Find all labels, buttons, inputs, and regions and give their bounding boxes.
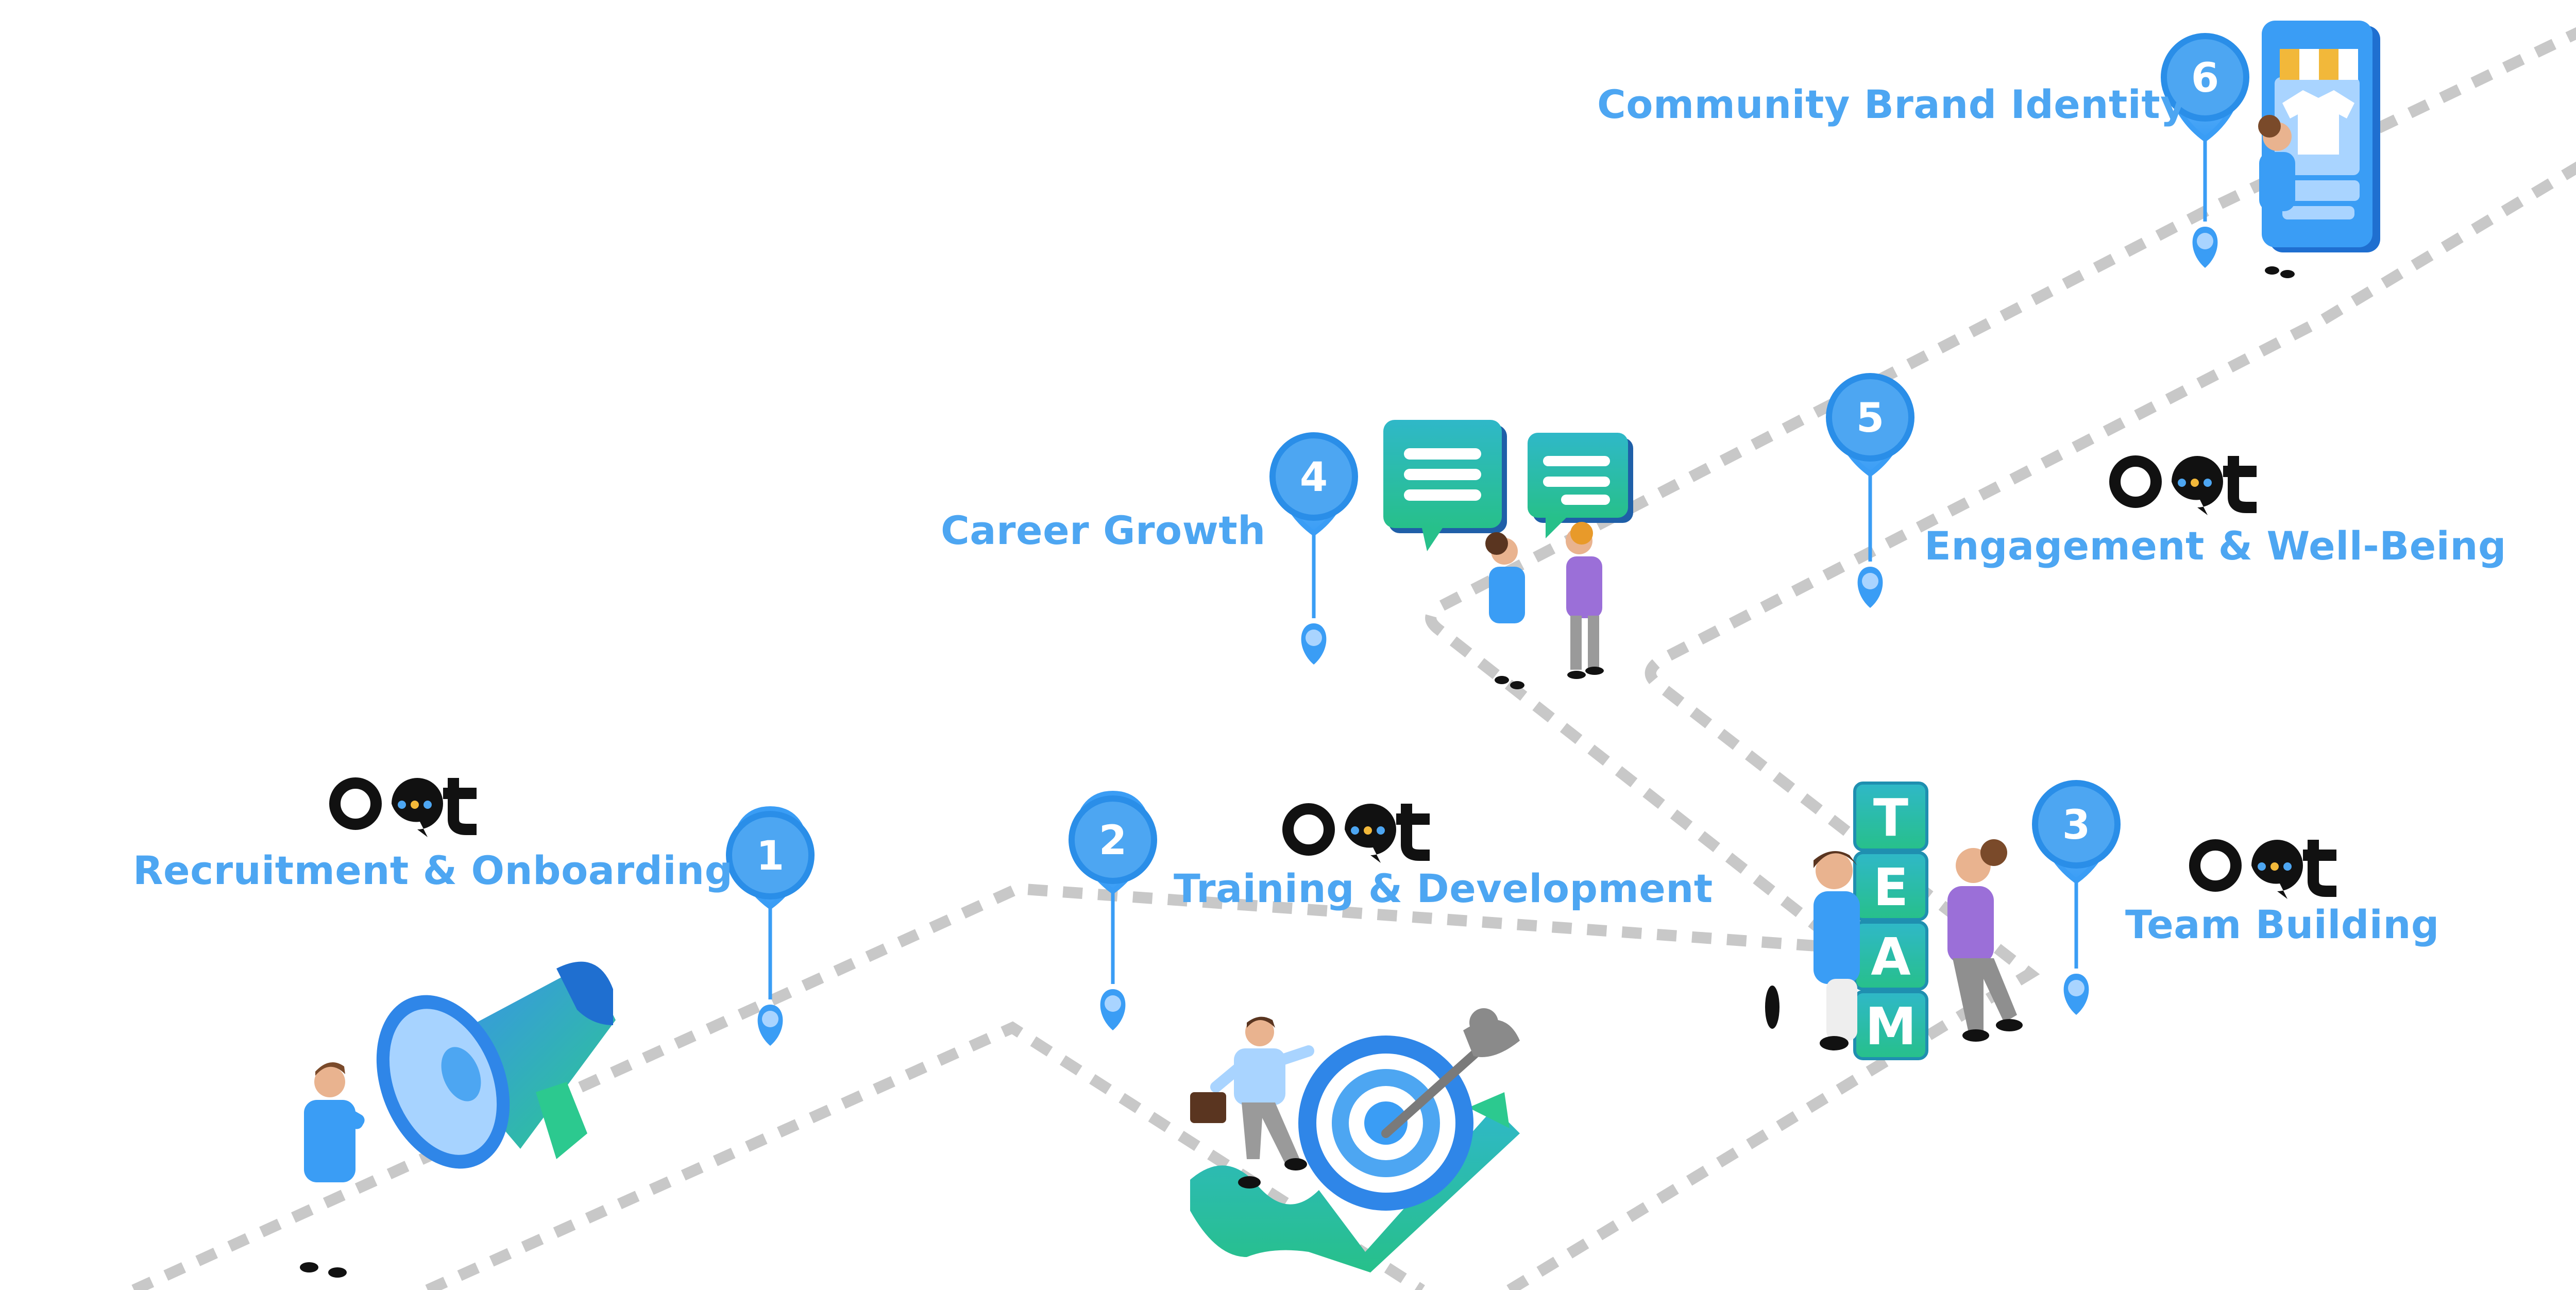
target-icon — [1298, 1036, 1473, 1211]
megaphone-icon — [376, 961, 616, 1169]
wave-checkmark — [1190, 1108, 1520, 1272]
dart-icon — [1381, 1008, 1520, 1138]
businessman-figure — [1190, 1016, 1314, 1189]
person-figure — [300, 1062, 365, 1278]
team-blocks-icon: T E A M — [1853, 782, 1928, 1060]
location-pin-1: 1 — [726, 806, 815, 1046]
location-pin-5: 5 — [1826, 373, 1914, 608]
brand-logo-icon — [2189, 839, 2336, 899]
team-letter-m: M — [1865, 996, 1917, 1057]
road-edge-lower — [425, 161, 2576, 1290]
pin-number-6: 6 — [2191, 55, 2219, 101]
person-figure — [1566, 522, 1604, 679]
milestone-2-illustration — [1190, 1008, 1520, 1272]
location-pin-2: 2 — [1069, 790, 1157, 1030]
milestone-label-1: Recruitment & Onboarding — [133, 847, 733, 893]
team-letter-e: E — [1873, 857, 1908, 918]
chat-bubbles-icon — [1383, 420, 1633, 551]
road — [131, 27, 2576, 1290]
brand-logo-icon — [329, 777, 477, 837]
milestone-label-5: Engagement & Well-Being — [1924, 523, 2506, 569]
milestone-label-2: Training & Development — [1174, 865, 1713, 911]
person-figure — [1485, 532, 1525, 689]
person-figure — [1765, 851, 1860, 1050]
pin-number-5: 5 — [1856, 395, 1884, 442]
brand-logo-icon — [1282, 803, 1430, 863]
team-block — [1853, 782, 1928, 852]
team-block — [1853, 851, 1928, 921]
milestone-1-illustration — [300, 961, 616, 1278]
person-figure — [2258, 115, 2295, 278]
location-pin-3: 3 — [2032, 780, 2121, 1015]
milestone-label-6: Community Brand Identity — [1597, 81, 2187, 127]
milestone-4-illustration — [1383, 420, 1633, 689]
milestone-label-4: Career Growth — [941, 507, 1266, 553]
person-figure — [1947, 839, 2023, 1042]
location-pin-6: 6 — [2161, 33, 2249, 268]
team-letter-t: T — [1873, 788, 1908, 848]
road-edge-upper — [131, 27, 2576, 1290]
pin-number-3: 3 — [2062, 802, 2090, 848]
pin-number-1: 1 — [756, 833, 784, 879]
pin-number-4: 4 — [1300, 454, 1328, 501]
brand-logo-icon — [2109, 455, 2257, 515]
milestone-label-3: Team Building — [2125, 902, 2439, 947]
milestone-6-illustration — [2258, 21, 2380, 278]
awning-icon — [2280, 49, 2358, 80]
team-letter-a: A — [1871, 927, 1910, 987]
pin-number-2: 2 — [1099, 818, 1127, 864]
milestone-3-illustration: T E A M — [1765, 782, 2023, 1060]
location-pin-4: 4 — [1269, 432, 1358, 665]
